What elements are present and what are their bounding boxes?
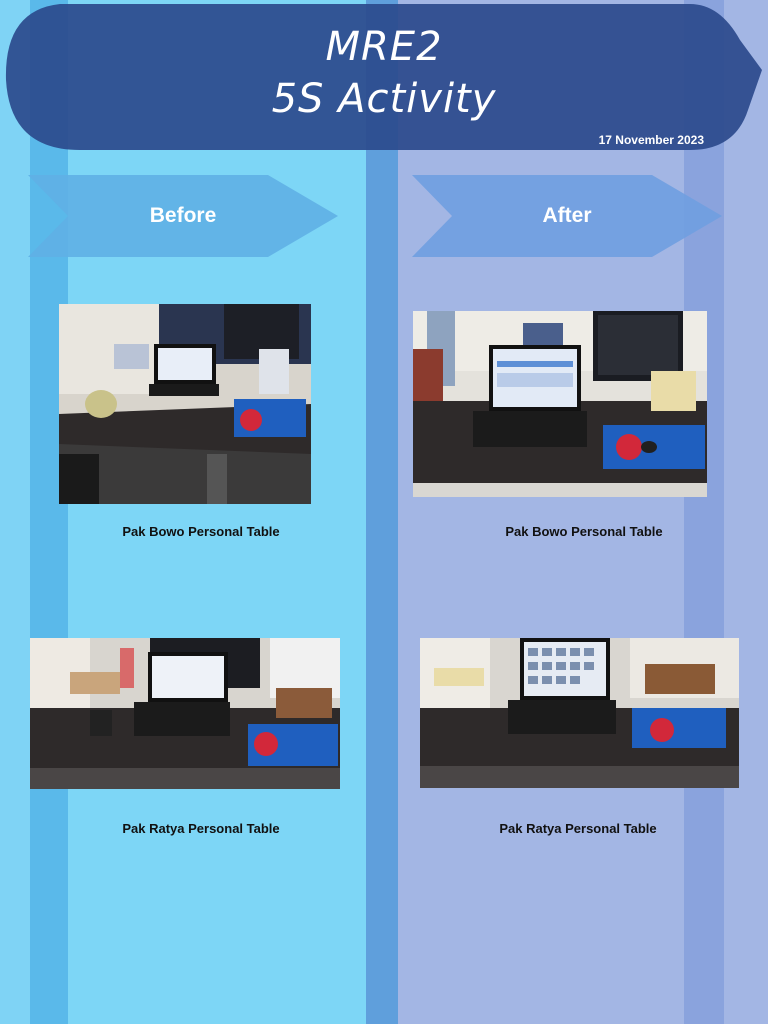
header-banner: MRE2 5S Activity 17 November 2023	[0, 0, 768, 152]
background-stripe	[366, 0, 398, 1024]
background-stripe	[0, 0, 30, 1024]
before-header-arrow: Before	[28, 175, 338, 257]
background-stripe	[684, 0, 724, 1024]
caption-after-ratya: Pak Ratya Personal Table	[499, 821, 657, 836]
page-title-line2: 5S Activity	[271, 76, 497, 122]
after-photo-ratya	[420, 638, 739, 788]
caption-after-bowo: Pak Bowo Personal Table	[505, 524, 663, 539]
caption-before-bowo: Pak Bowo Personal Table	[122, 524, 280, 539]
date-label: 17 November 2023	[598, 133, 704, 147]
background-stripe	[724, 0, 768, 1024]
before-photo-ratya	[30, 638, 340, 789]
caption-before-ratya: Pak Ratya Personal Table	[122, 821, 280, 836]
after-label: After	[542, 204, 592, 227]
background-stripe	[30, 0, 68, 1024]
page-title-line1: MRE2	[325, 24, 443, 70]
before-photo-bowo	[59, 304, 311, 504]
before-label: Before	[149, 204, 217, 227]
background-stripe	[398, 0, 684, 1024]
background-stripe	[68, 0, 366, 1024]
after-header-arrow: After	[412, 175, 722, 257]
after-photo-bowo	[413, 311, 707, 497]
